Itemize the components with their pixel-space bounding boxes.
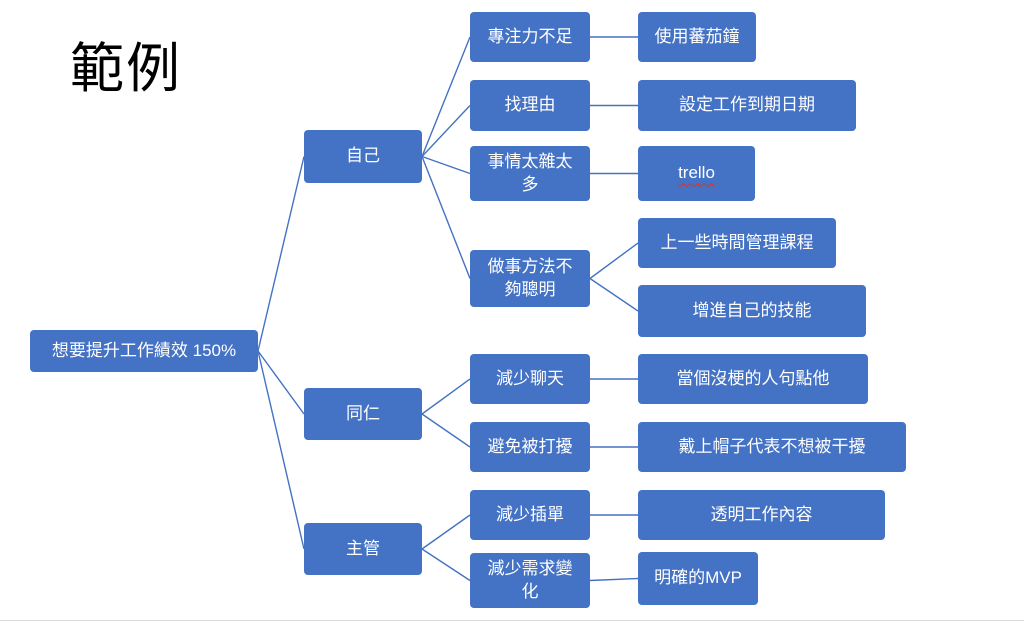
- node-label: 減少聊天: [496, 368, 564, 388]
- node-improve-skills[interactable]: 增進自己的技能: [638, 285, 866, 337]
- node-less-req-change[interactable]: 減少需求變化: [470, 553, 590, 608]
- node-label: 主管: [346, 538, 380, 558]
- node-label: 當個沒梗的人句點他: [676, 368, 830, 388]
- node-too-many-things[interactable]: 事情太雜太多: [470, 146, 590, 201]
- node-label: 戴上帽子代表不想被干擾: [678, 436, 866, 456]
- node-colleagues[interactable]: 同仁: [304, 388, 422, 440]
- node-transparent-work[interactable]: 透明工作內容: [638, 490, 885, 540]
- node-find-excuses[interactable]: 找理由: [470, 80, 590, 131]
- node-label: 避免被打擾: [487, 436, 573, 456]
- node-label: 設定工作到期日期: [679, 95, 815, 115]
- node-clear-mvp[interactable]: 明確的MVP: [638, 552, 758, 605]
- node-less-chat[interactable]: 減少聊天: [470, 354, 590, 404]
- node-pomodoro[interactable]: 使用蕃茄鐘: [638, 12, 756, 62]
- node-label: 自己: [346, 146, 380, 166]
- node-label: 想要提升工作績效 150%: [51, 340, 237, 360]
- node-avoid-disturb[interactable]: 避免被打擾: [470, 422, 590, 472]
- node-label: 透明工作內容: [710, 504, 813, 524]
- node-root[interactable]: 想要提升工作績效 150%: [30, 330, 258, 372]
- node-label: 增進自己的技能: [692, 300, 812, 320]
- node-method-not-smart[interactable]: 做事方法不夠聰明: [470, 250, 590, 307]
- node-label: 上一些時間管理課程: [660, 232, 814, 252]
- node-trello[interactable]: trello: [638, 146, 755, 201]
- node-label: 明確的MVP: [654, 568, 742, 588]
- node-due-date[interactable]: 設定工作到期日期: [638, 80, 856, 131]
- node-self[interactable]: 自己: [304, 130, 422, 183]
- node-label: trello: [678, 163, 715, 183]
- node-label: 做事方法不夠聰明: [487, 257, 573, 299]
- slide-title: 範例: [70, 39, 182, 99]
- node-label: 減少插單: [496, 504, 564, 524]
- node-time-mgmt-course[interactable]: 上一些時間管理課程: [638, 218, 836, 268]
- node-less-insert-orders[interactable]: 減少插單: [470, 490, 590, 540]
- node-label: 減少需求變化: [487, 559, 573, 601]
- slide-bottom-border: [0, 620, 1024, 621]
- node-label: 專注力不足: [487, 26, 573, 46]
- node-boring-person[interactable]: 當個沒梗的人句點他: [638, 354, 868, 404]
- node-manager[interactable]: 主管: [304, 523, 422, 575]
- node-label: 事情太雜太多: [487, 152, 573, 194]
- node-focus-lack[interactable]: 專注力不足: [470, 12, 590, 62]
- node-label: 找理由: [504, 95, 556, 115]
- node-label: 使用蕃茄鐘: [654, 26, 740, 46]
- node-wear-hat[interactable]: 戴上帽子代表不想被干擾: [638, 422, 906, 472]
- node-label: 同仁: [346, 403, 380, 423]
